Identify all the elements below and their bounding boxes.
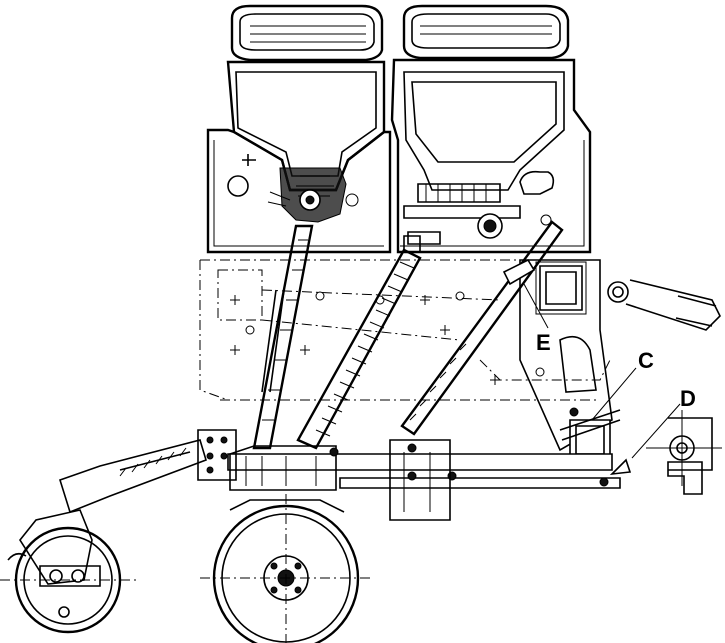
- bracket-e: [535, 261, 721, 331]
- seed-tube-corrugated: [296, 235, 422, 450]
- seed-meter-left: [267, 167, 347, 223]
- callout-label-c: C: [638, 348, 654, 373]
- gauge-wheel: [200, 494, 370, 643]
- closing-wheel-assembly: [0, 429, 237, 634]
- callout-label-e: E: [536, 330, 551, 355]
- seed-meter-right: [403, 183, 521, 245]
- leader-lines: [523, 283, 681, 459]
- right-hopper: [390, 4, 592, 254]
- bracket-d: [609, 410, 722, 495]
- callout-label-d: D: [680, 386, 696, 411]
- left-hopper: [206, 4, 392, 254]
- seed-tube-right: [400, 220, 564, 436]
- frame-structure: [199, 259, 613, 452]
- main-frame-bar: [227, 439, 621, 521]
- seed-tube-left: [252, 224, 314, 450]
- closing-spring-rod: [261, 289, 285, 393]
